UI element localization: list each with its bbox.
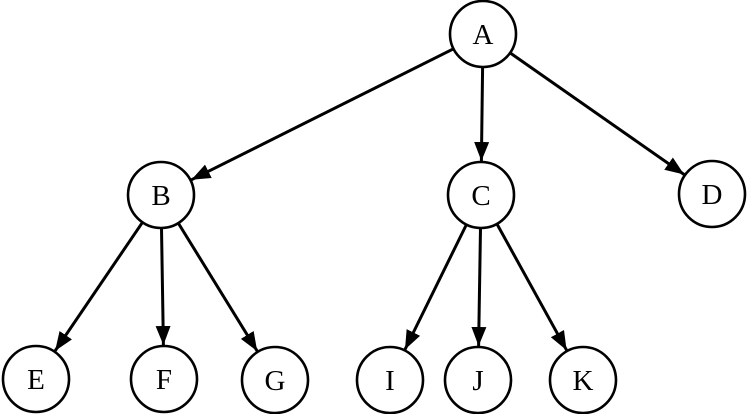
node-label-J: J <box>472 365 483 397</box>
edges-layer <box>53 47 685 352</box>
node-circle-I <box>355 345 425 414</box>
edge-A-B <box>190 47 455 182</box>
node-F: F <box>129 344 199 414</box>
edge-C-J <box>471 227 487 347</box>
node-circle-B <box>126 160 196 230</box>
edge-B-E <box>53 221 144 352</box>
edge-B-G <box>177 222 259 352</box>
node-J: J <box>443 345 513 414</box>
node-label-F: F <box>156 364 172 396</box>
node-D: D <box>677 159 747 229</box>
edge-C-I <box>403 223 468 351</box>
node-label-D: D <box>702 179 723 211</box>
node-label-A: A <box>473 19 494 51</box>
node-A: A <box>448 0 518 69</box>
node-label-G: G <box>265 365 286 397</box>
node-circle-F <box>129 344 199 414</box>
node-C: C <box>446 160 516 230</box>
node-circle-D <box>677 159 747 229</box>
node-label-K: K <box>573 365 594 397</box>
edge-B-F <box>155 227 171 346</box>
edge-C-K <box>495 223 568 351</box>
node-G: G <box>240 345 310 414</box>
node-circle-E <box>1 344 71 414</box>
node-circle-K <box>548 345 618 414</box>
node-label-I: I <box>385 365 395 397</box>
node-label-C: C <box>471 180 490 212</box>
node-E: E <box>1 344 71 414</box>
node-circle-G <box>240 345 310 414</box>
edge-A-D <box>509 51 685 176</box>
node-circle-A <box>448 0 518 69</box>
node-B: B <box>126 160 196 230</box>
node-label-B: B <box>151 180 170 212</box>
node-circle-C <box>446 160 516 230</box>
edge-A-C <box>474 66 490 162</box>
node-I: I <box>355 345 425 414</box>
node-K: K <box>548 345 618 414</box>
node-label-E: E <box>27 364 45 396</box>
node-circle-J <box>443 345 513 414</box>
